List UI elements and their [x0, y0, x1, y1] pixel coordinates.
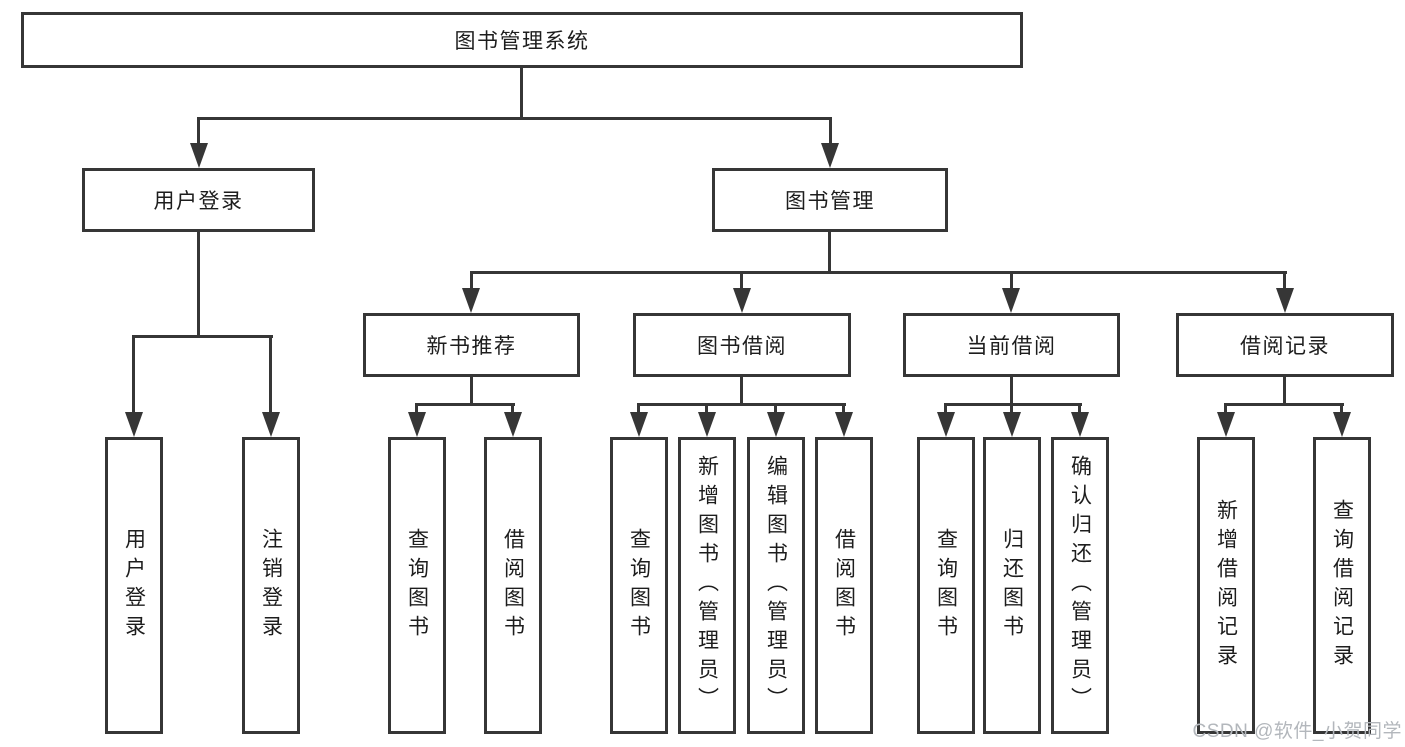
connector-vline	[1010, 271, 1013, 296]
arrow-head	[408, 412, 426, 437]
connector-vline	[269, 335, 272, 419]
arrow-head	[462, 288, 480, 313]
arrow-head	[937, 412, 955, 437]
leaf-add-books-admin: 新增图书（管理员）	[678, 437, 736, 734]
leaf-query-books-borrowing: 查询图书	[610, 437, 668, 734]
arrow-head	[1333, 412, 1351, 437]
leaf-label: 查询图书	[934, 527, 958, 644]
arrow-head	[504, 412, 522, 437]
node-label: 当前借阅	[966, 335, 1057, 358]
connector-vline	[637, 403, 640, 416]
leaf-label: 归还图书	[1000, 527, 1024, 644]
connector-vline	[1283, 271, 1286, 296]
connector-vline	[1340, 403, 1343, 416]
leaf-borrow-books: 借阅图书	[815, 437, 873, 734]
leaf-add-borrow-record: 新增借阅记录	[1197, 437, 1255, 734]
arrow-head	[698, 412, 716, 437]
node-book-management: 图书管理	[712, 168, 948, 232]
arrow-head	[630, 412, 648, 437]
connector-vline	[1078, 403, 1081, 416]
connector-vline	[1010, 403, 1013, 416]
connector-vline	[197, 117, 200, 149]
connector-vline	[705, 403, 708, 416]
connector-vline	[944, 403, 947, 416]
arrow-head	[1217, 412, 1235, 437]
connector-vline	[740, 271, 743, 296]
connector-vline	[829, 117, 832, 149]
leaf-edit-books-admin: 编辑图书（管理员）	[747, 437, 805, 734]
connector-hline	[944, 403, 1082, 406]
node-label: 图书管理	[785, 190, 875, 213]
leaf-label: 查询图书	[405, 527, 429, 644]
arrow-head	[733, 288, 751, 313]
connector-vline	[511, 403, 514, 416]
leaf-label: 确认归还（管理员）	[1068, 455, 1092, 716]
connector-hline	[637, 403, 846, 406]
connector-vline	[415, 403, 418, 416]
leaf-borrow-books-recommend: 借阅图书	[484, 437, 542, 734]
leaf-label: 编辑图书（管理员）	[764, 455, 788, 716]
leaf-label: 借阅图书	[832, 527, 856, 644]
node-new-book-recommendation: 新书推荐	[363, 313, 580, 377]
arrow-head	[767, 412, 785, 437]
connector-hline	[470, 271, 1287, 274]
node-label: 用户登录	[153, 190, 244, 213]
arrow-head	[1276, 288, 1294, 313]
connector-vline	[740, 377, 743, 405]
arrow-head	[835, 412, 853, 437]
leaf-query-borrow-record: 查询借阅记录	[1313, 437, 1371, 734]
arrow-head	[1071, 412, 1089, 437]
arrow-head	[1002, 288, 1020, 313]
leaf-label: 注销登录	[259, 527, 283, 644]
leaf-query-books-current: 查询图书	[917, 437, 975, 734]
node-borrowing-records: 借阅记录	[1176, 313, 1394, 377]
connector-vline	[1224, 403, 1227, 416]
connector-vline	[1283, 377, 1286, 405]
connector-hline	[197, 117, 832, 120]
node-label: 图书借阅	[697, 335, 787, 358]
node-book-borrowing: 图书借阅	[633, 313, 851, 377]
node-label: 借阅记录	[1240, 335, 1330, 358]
connector-vline	[842, 403, 845, 416]
node-label: 新书推荐	[426, 335, 517, 358]
leaf-logout: 注销登录	[242, 437, 300, 734]
connector-vline	[132, 335, 135, 419]
connector-vline	[774, 403, 777, 416]
connector-hline	[1224, 403, 1344, 406]
connector-vline	[470, 271, 473, 296]
leaf-label: 查询借阅记录	[1330, 498, 1354, 673]
leaf-label: 用户登录	[122, 527, 146, 644]
arrow-head	[821, 143, 839, 168]
node-library-management-system: 图书管理系统	[21, 12, 1023, 68]
connector-vline	[470, 377, 473, 405]
leaf-user-login: 用户登录	[105, 437, 163, 734]
connector-vline	[197, 232, 200, 338]
connector-vline	[520, 68, 523, 120]
connector-hline	[132, 335, 273, 338]
node-label: 图书管理系统	[454, 30, 590, 53]
leaf-label: 新增图书（管理员）	[695, 455, 719, 716]
leaf-label: 借阅图书	[501, 527, 525, 644]
arrow-head	[262, 412, 280, 437]
leaf-query-books-recommend: 查询图书	[388, 437, 446, 734]
leaf-return-books: 归还图书	[983, 437, 1041, 734]
leaf-label: 新增借阅记录	[1214, 498, 1238, 673]
watermark-text: CSDN @软件_小贺同学	[1192, 721, 1402, 742]
leaf-label: 查询图书	[627, 527, 651, 644]
node-current-borrowing: 当前借阅	[903, 313, 1120, 377]
leaf-confirm-return-admin: 确认归还（管理员）	[1051, 437, 1109, 734]
connector-vline	[1010, 377, 1013, 405]
arrow-head	[1003, 412, 1021, 437]
arrow-head	[190, 143, 208, 168]
node-user-login: 用户登录	[82, 168, 315, 232]
arrow-head	[125, 412, 143, 437]
connector-hline	[415, 403, 515, 406]
connector-vline	[828, 232, 831, 274]
